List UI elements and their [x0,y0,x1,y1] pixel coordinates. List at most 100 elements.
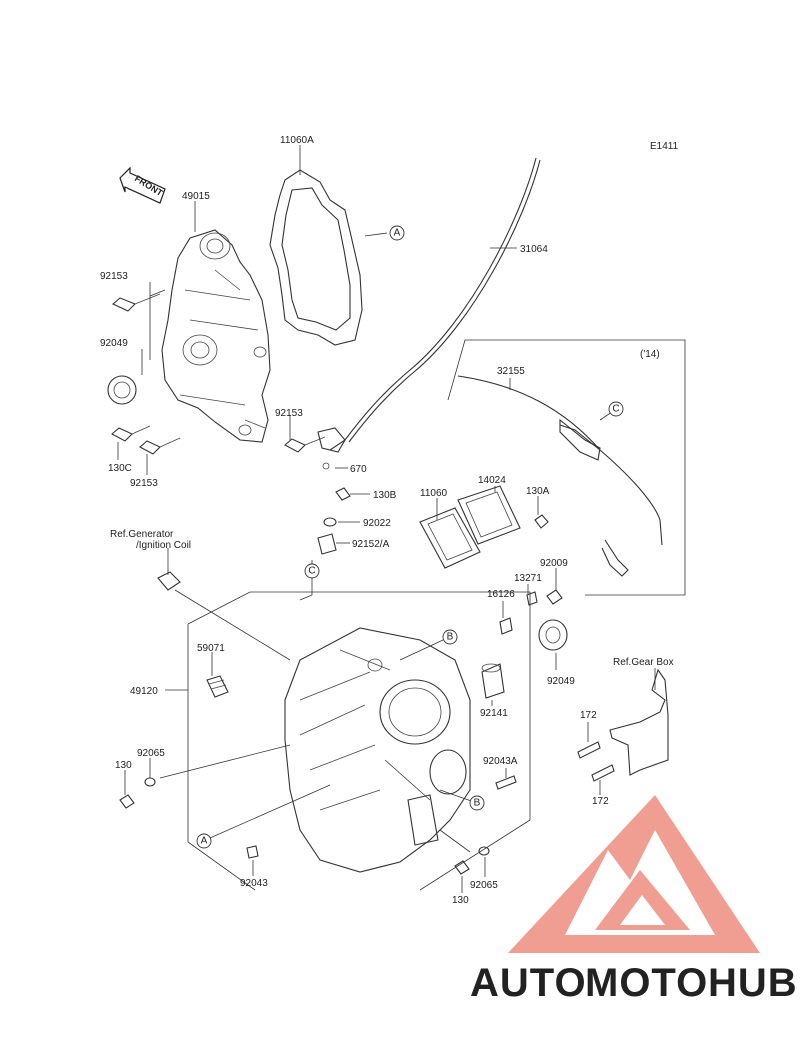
crankcase-49120 [284,627,471,873]
bolt-130c [111,427,133,442]
stud-172-top [577,741,601,759]
label-ref-generator: Ref.Generator [110,529,174,540]
dipstick-cap [559,418,601,461]
callout-b-bottom: B [469,795,485,811]
bolt-92153-top [111,297,136,312]
bracket-plate [609,668,669,776]
bolt-130b [335,487,351,501]
lead-92153-top [149,282,166,360]
cylinder-bore [379,679,451,745]
cover-boss-top-inner [206,238,224,254]
label-92009: 92009 [540,558,568,569]
label-92043: 92043 [240,878,268,889]
lead-130-bottom-to-case [439,829,471,853]
cover-14024 [457,485,521,545]
label-ref-gearbox: Ref.Gear Box [613,657,674,668]
oil-seal-92049-left-inner [113,381,131,399]
crankcase-cover [161,229,271,443]
breather-59071 [206,675,229,698]
crankcase-small-parts [119,571,568,875]
bolt-130-left [119,794,135,809]
nipple-13271 [526,591,538,606]
diagram-code: E1411 [650,141,679,152]
inset-box [447,339,686,596]
label-130a: 130A [526,486,550,497]
label-670: 670 [350,464,367,475]
oil-seal-92049-right [538,619,568,651]
label-172-top: 172 [580,710,597,721]
watermark-text: AUTO MOTO HUB [470,961,798,1005]
gasket-11060-inner [427,513,473,561]
plug-generator [157,571,181,591]
label-49015: 49015 [182,191,210,202]
gasket-11060 [419,507,481,569]
o-ring-670 [322,462,330,470]
callout-a-bottom-label: A [201,836,208,847]
label-92065-left: 92065 [137,748,165,759]
label-13271: 13271 [514,573,542,584]
dipstick-tube-b [348,159,541,443]
label-92065-bottom: 92065 [470,880,498,891]
label-year-note: ('14) [640,349,660,360]
lead-generator-to-case [174,589,291,661]
cover-outline [161,229,271,443]
callout-b-top-circle [442,629,458,645]
callout-c-right: C [608,401,624,417]
label-ref-ignition: /Ignition Coil [136,540,191,551]
leader-lines [117,145,656,893]
crankcase-foot [407,794,439,846]
gearbox-bracket [577,668,669,782]
cover-seal-bore [182,334,218,366]
callout-b-top-label: B [447,632,454,643]
label-11060: 11060 [420,488,448,499]
cover-boss-top [199,232,231,260]
callout-c-mid: C [304,563,320,579]
label-92152a: 92152/A [352,539,390,550]
dipstick-end [601,539,629,577]
stud-172-bottom [591,764,615,782]
bushing-92141-top [481,663,501,673]
cover-seal-bore-inner [190,341,210,359]
bolt-92153-top-shank [134,293,161,305]
bolt-92153-mid-shank [304,436,326,446]
callout-a-top-circle [389,225,405,241]
callout-a-bottom-circle [196,833,212,849]
label-32155: 32155 [497,366,525,377]
cover-14024-inner [465,491,513,538]
label-92153-bottom: 92153 [130,478,158,489]
crankcase-ribs [299,649,431,811]
washer-92065-bottom [478,846,490,856]
callout-b-bottom-circle [469,795,485,811]
lead-130-to-case [159,744,291,779]
crankcase-frame [187,591,531,891]
label-130c: 130C [108,463,132,474]
breather-59071-coils [208,679,227,690]
label-130-bottom: 130 [452,895,469,906]
watermark-hub: HUB [708,961,798,1005]
label-16126: 16126 [487,589,515,600]
callout-c-mid-circle [304,563,320,579]
bushing-92141 [481,663,505,699]
oil-seal-92049-left [107,375,137,405]
callout-a-bottom: A [196,833,212,849]
pin-16126 [499,617,513,635]
label-172-bottom: 172 [592,796,609,807]
callout-a-top-label: A [394,228,401,239]
washer-92022 [323,517,337,527]
pin-92043 [246,845,259,859]
callout-b-bottom-label: B [474,798,481,809]
label-49120: 49120 [130,686,158,697]
callout-a-top: A [389,225,405,241]
label-92153-mid: 92153 [275,408,303,419]
label-92022: 92022 [363,518,391,529]
bolt-92153-mid [284,438,306,453]
bolt-130-bottom [454,860,470,875]
label-92141: 92141 [480,708,508,719]
watermark-moto: MOTO [585,961,708,1005]
cover-bolts [107,293,326,455]
bolt-92153-bottom-shank [159,437,181,448]
label-59071: 59071 [197,643,225,654]
bolt-92153-bottom [139,440,161,455]
